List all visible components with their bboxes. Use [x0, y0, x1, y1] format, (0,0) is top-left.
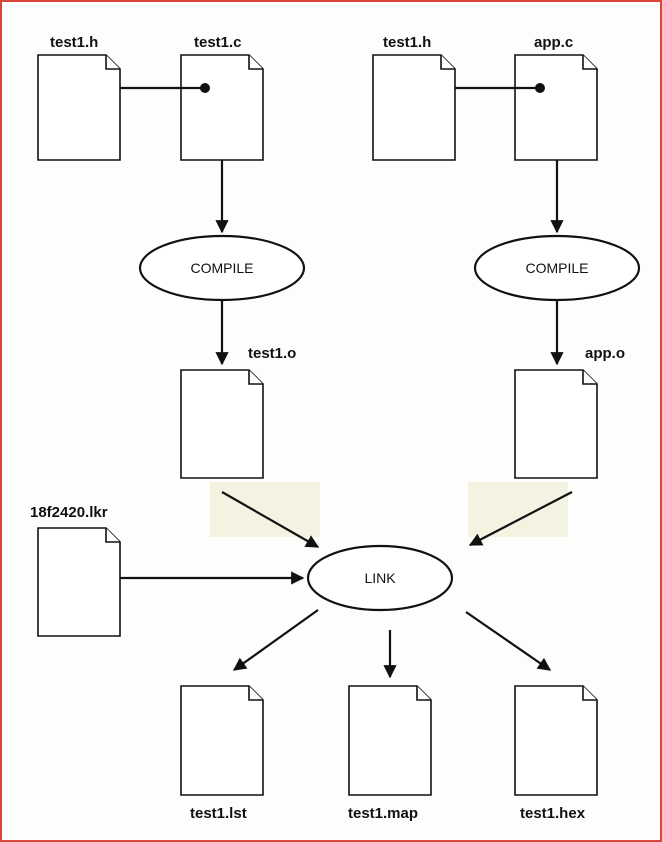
- file-app-o: app.o: [514, 345, 625, 479]
- file-test1-lst: test1.lst: [180, 685, 264, 822]
- arrow-link-to-lst: [232, 609, 319, 671]
- highlight-patch-right: [468, 482, 568, 537]
- arrow-test1o-to-link: [221, 491, 320, 548]
- compile-process-right: COMPILE: [473, 234, 641, 302]
- file-label: test1.c: [194, 34, 242, 51]
- include-connector-right: [455, 83, 545, 93]
- file-label: test1.h: [50, 34, 98, 51]
- arrow-link-to-hex: [465, 611, 552, 671]
- arrow-appo-to-link: [468, 491, 573, 546]
- file-label: app.c: [534, 34, 573, 51]
- file-test1-h-right: test1.h: [372, 34, 456, 161]
- link-process: LINK: [306, 544, 454, 612]
- include-connector-left: [120, 83, 210, 93]
- highlight-patch-left: [210, 482, 320, 537]
- process-label: LINK: [364, 570, 396, 586]
- file-test1-c: test1.c: [180, 34, 264, 161]
- file-label: test1.lst: [190, 805, 247, 822]
- file-test1-hex: test1.hex: [514, 685, 598, 822]
- file-test1-o: test1.o: [180, 345, 296, 479]
- file-label: 18f2420.lkr: [30, 504, 108, 521]
- file-app-c: app.c: [514, 34, 598, 161]
- file-label: test1.map: [348, 805, 418, 822]
- file-linker-script: 18f2420.lkr: [30, 504, 121, 637]
- file-label: app.o: [585, 345, 625, 362]
- compile-process-left: COMPILE: [138, 234, 306, 302]
- process-label: COMPILE: [525, 260, 588, 276]
- file-test1-h-left: test1.h: [37, 34, 121, 161]
- file-test1-map: test1.map: [348, 685, 432, 822]
- process-label: COMPILE: [190, 260, 253, 276]
- file-label: test1.o: [248, 345, 296, 362]
- file-label: test1.hex: [520, 805, 586, 822]
- file-label: test1.h: [383, 34, 431, 51]
